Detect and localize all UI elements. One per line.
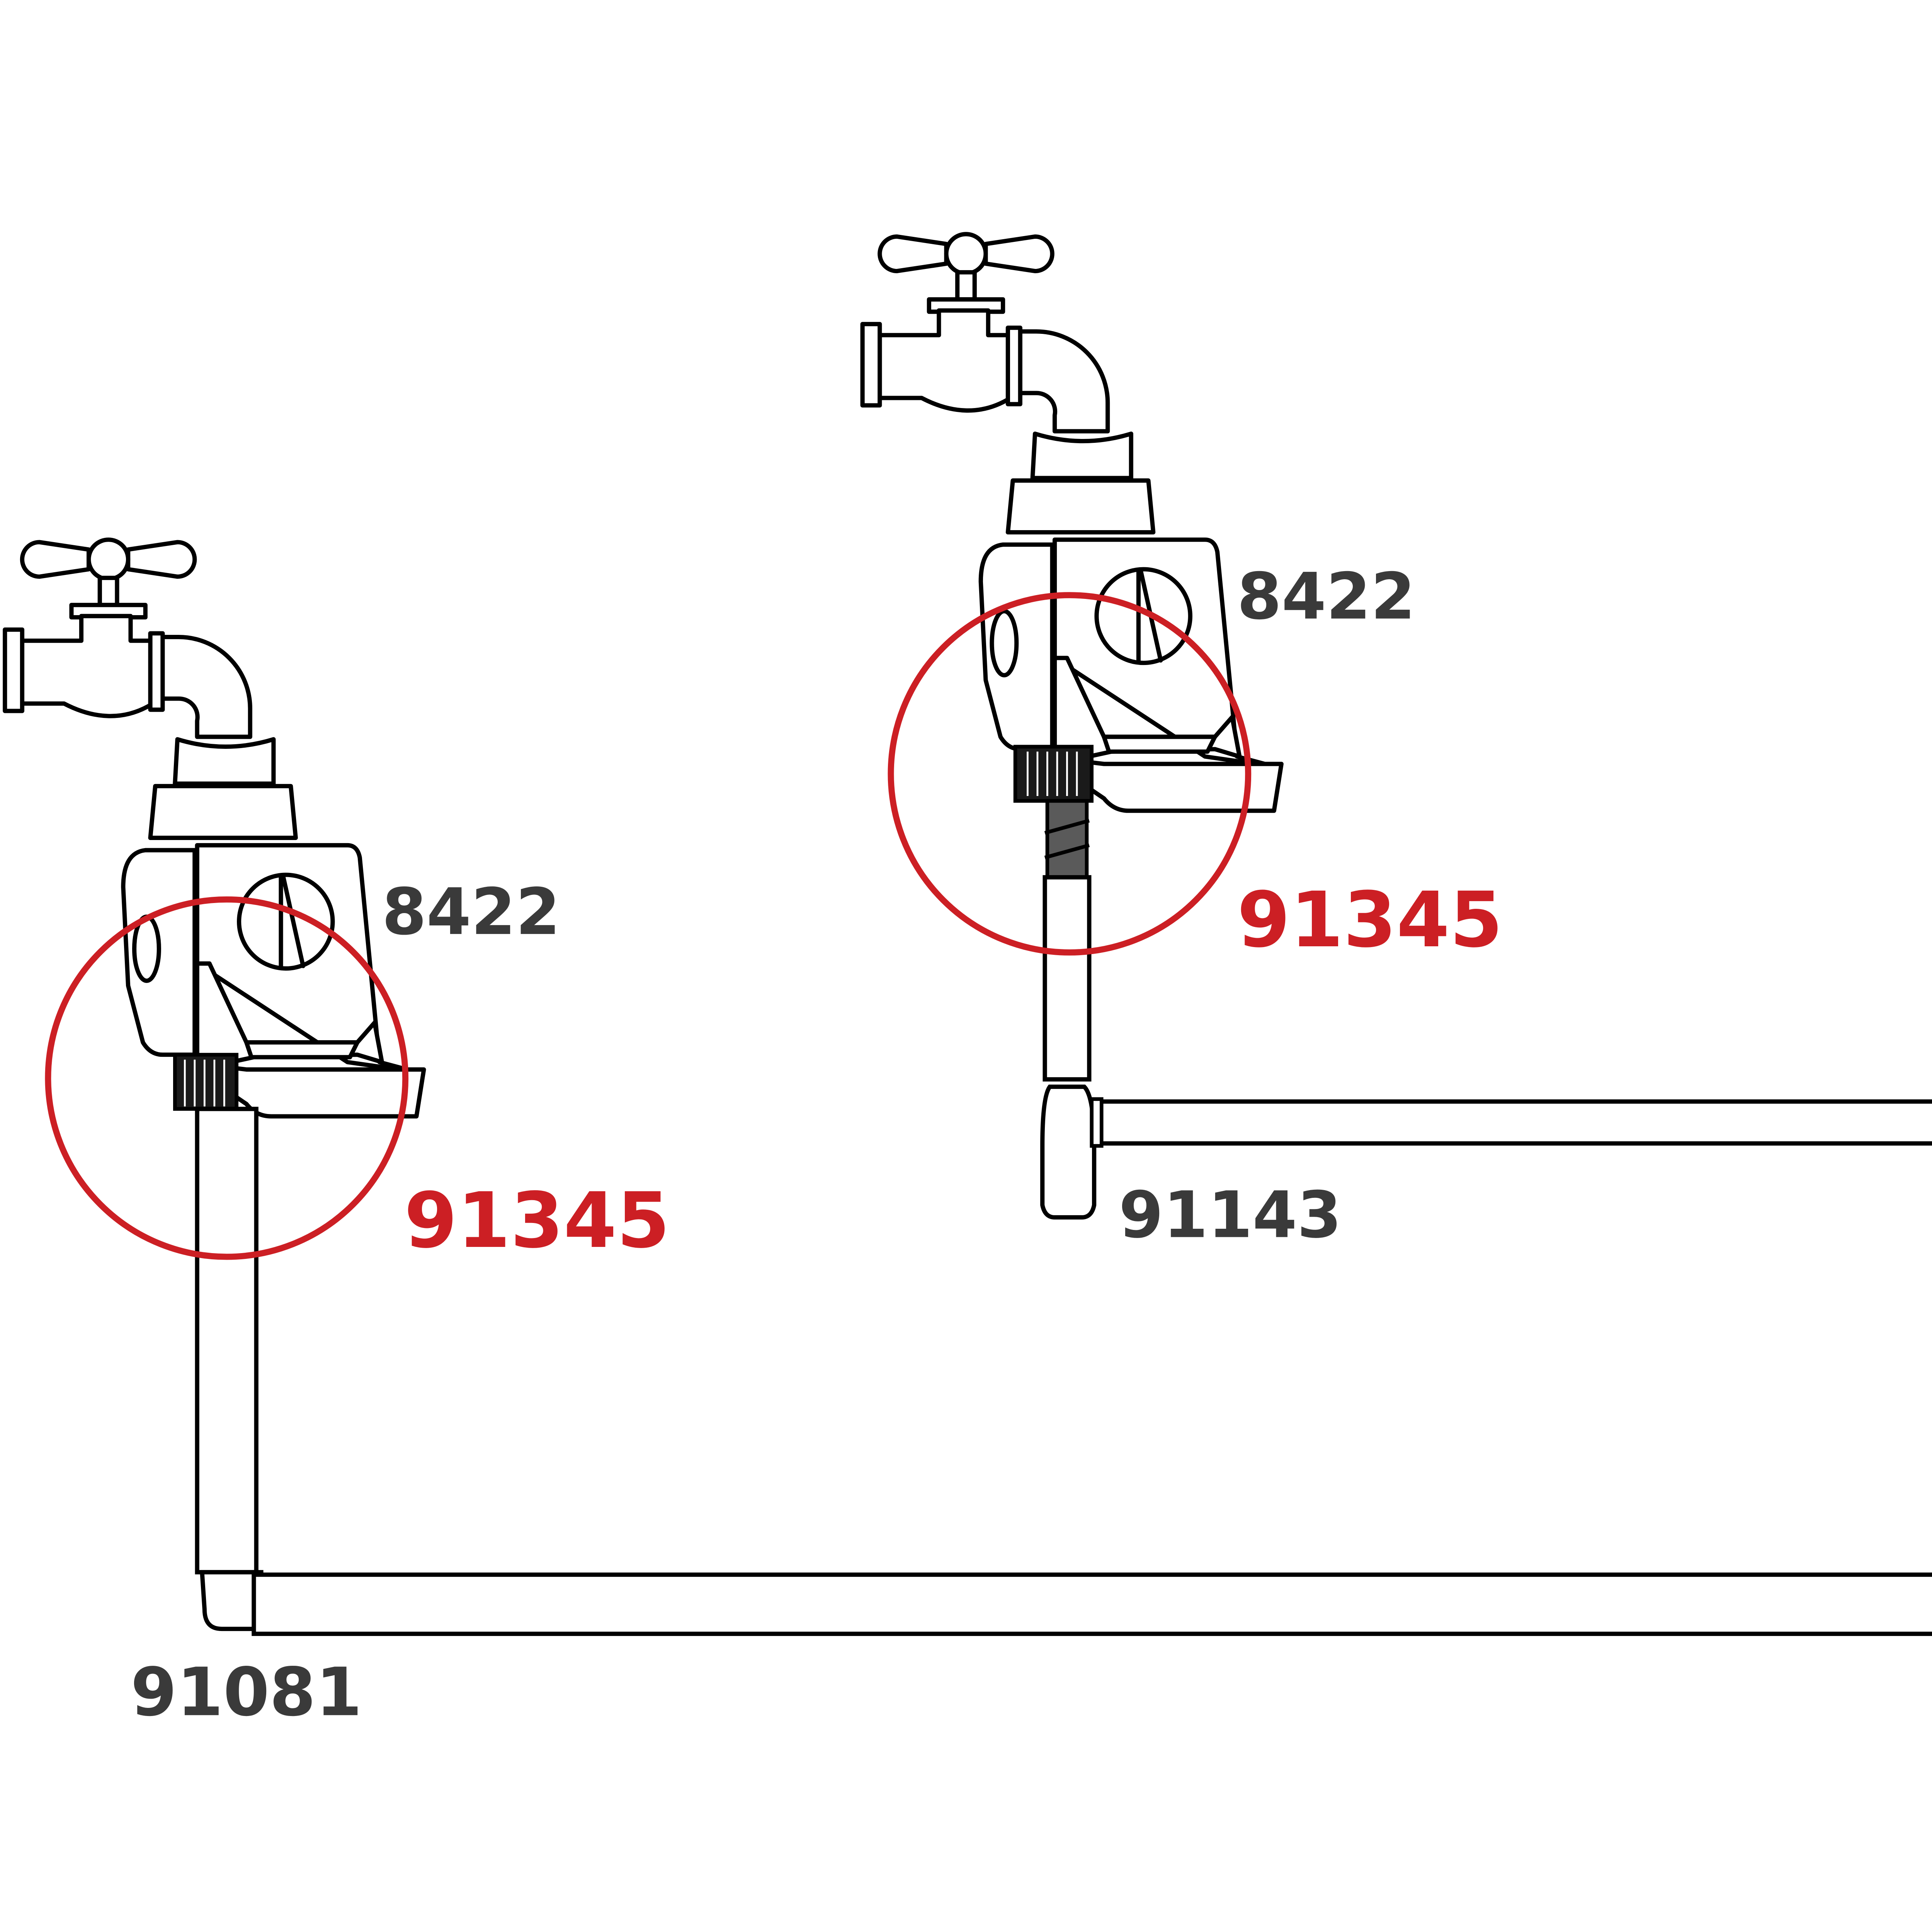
right-tap-illustration bbox=[862, 234, 1281, 811]
right-assembly bbox=[862, 234, 1932, 1220]
left-pipe-code: 91081 bbox=[131, 1653, 362, 1731]
right-controller-code: 8422 bbox=[1237, 560, 1415, 634]
left-assembly bbox=[5, 540, 1932, 1636]
right-end-plug bbox=[1040, 1084, 1097, 1220]
left-controller-code: 8422 bbox=[382, 875, 560, 949]
left-highlight-circle bbox=[45, 896, 409, 1260]
right-pipe-code: 91143 bbox=[1119, 1178, 1342, 1253]
right-threaded-stub bbox=[1045, 799, 1089, 879]
right-connector-code: 91345 bbox=[1237, 875, 1503, 964]
left-pipe-elbow bbox=[199, 1570, 264, 1631]
right-highlight-circle bbox=[888, 592, 1252, 956]
right-knurl-ridges bbox=[1027, 752, 1078, 796]
right-horizontal-pipe bbox=[1097, 1099, 1932, 1146]
left-knurl-ridges bbox=[184, 1060, 225, 1107]
left-vertical-pipe bbox=[195, 1107, 259, 1575]
left-connector-code: 91345 bbox=[404, 1176, 670, 1265]
right-vertical-pipe bbox=[1043, 875, 1092, 1082]
left-tap-illustration bbox=[5, 540, 424, 1116]
left-horizontal-pipe bbox=[252, 1572, 1932, 1636]
